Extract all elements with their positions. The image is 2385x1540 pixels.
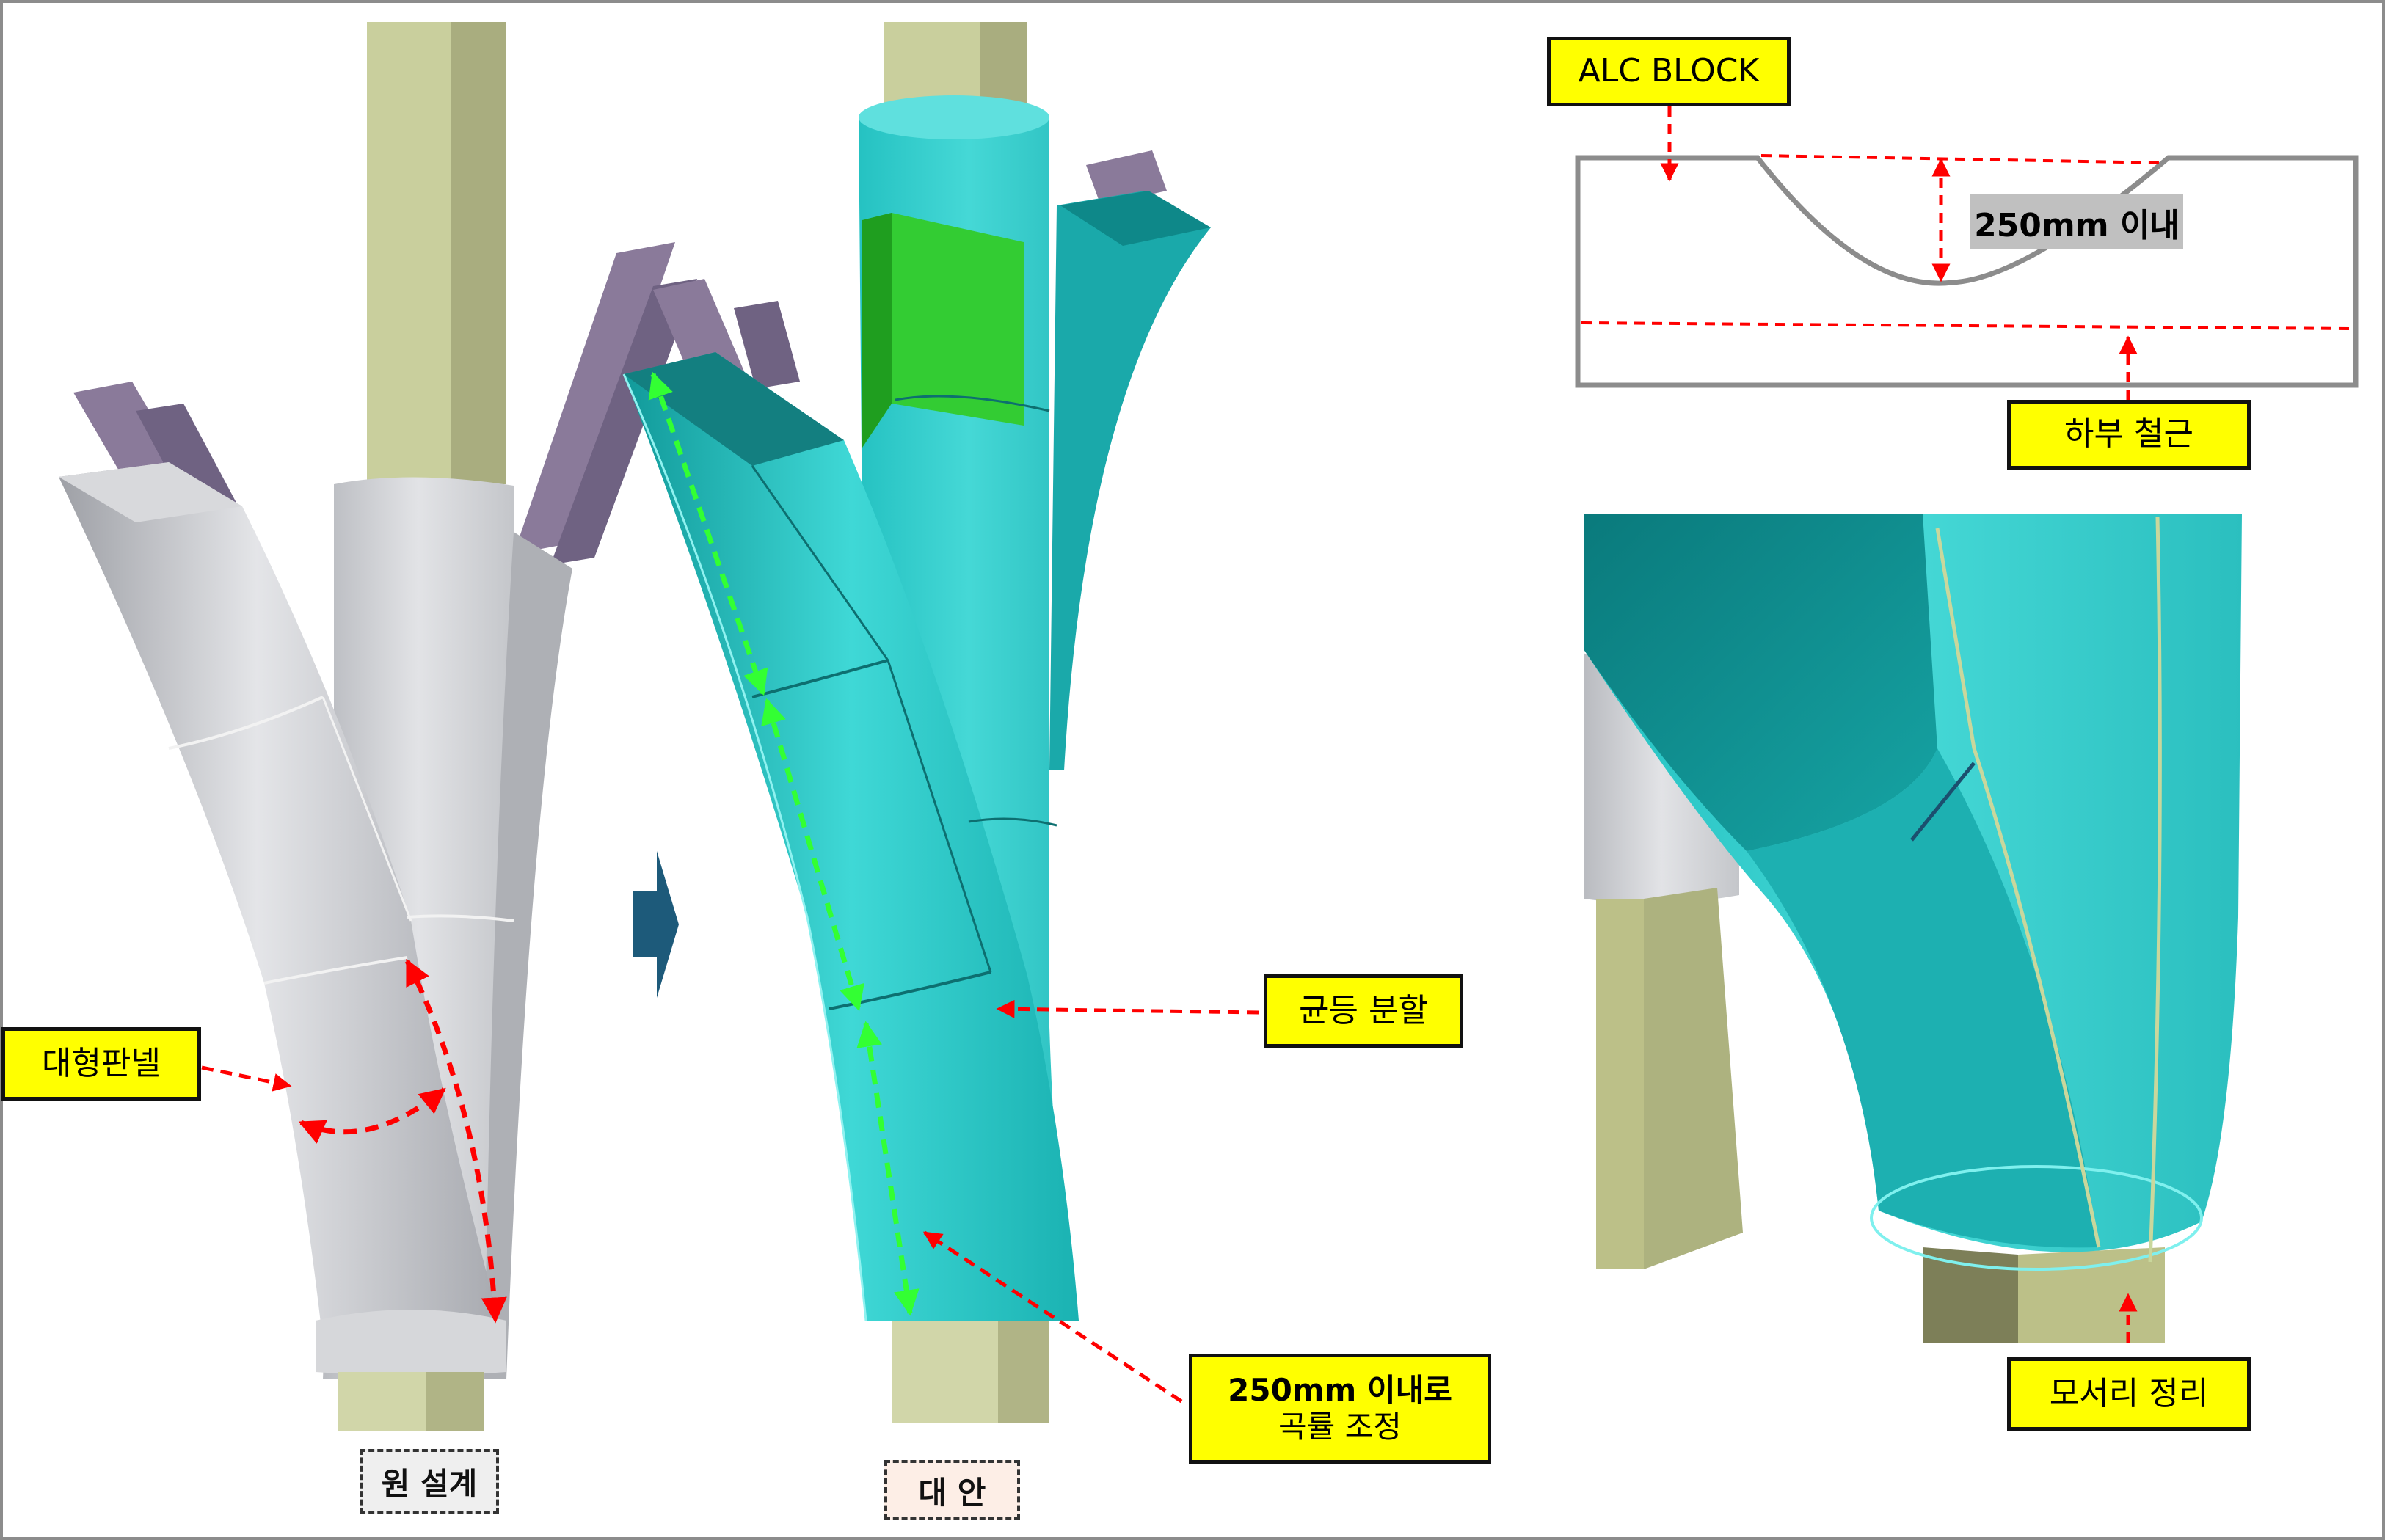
column-bottom-side: [426, 1372, 484, 1431]
alt-branch-right-top: [1060, 191, 1211, 246]
detail-grey-column: [1584, 653, 1739, 904]
detail-bottom-rim: [1870, 1165, 2203, 1271]
original-design-caption: 원 설계: [360, 1449, 499, 1514]
alternative-caption: 대 안: [884, 1460, 1020, 1520]
curvature-adjust-line1: 250mm 이내로: [1228, 1371, 1452, 1408]
large-panel-label: 대형판넬: [1, 1027, 201, 1101]
equal-division-arrow-lower: [856, 1021, 920, 1316]
grey-branch-left-top: [59, 462, 242, 522]
detail-olive-column-left-front: [1596, 899, 1644, 1269]
column-bottom-front: [338, 1372, 426, 1431]
alt-branch-right: [1049, 191, 1211, 770]
column-top-front: [367, 22, 451, 484]
equal-division-label: 균등 분할: [1264, 974, 1463, 1048]
edge-trim-label: 모서리 정리: [2007, 1357, 2251, 1431]
original-design-model: [59, 22, 697, 1431]
edge-detail-view: [1584, 514, 2242, 1343]
within-250mm-label: 250mm 이내: [1970, 194, 2183, 249]
alt-beam-b: [734, 301, 800, 389]
beam-right-b: [550, 279, 697, 565]
alt-green-panel: [862, 213, 1024, 448]
alternative-design-model: [622, 22, 1211, 1423]
alt-column-bottom-front: [892, 1321, 998, 1423]
transition-arrow-icon: [633, 851, 679, 998]
curvature-leader: [922, 1230, 1183, 1404]
grey-bottom-collar: [316, 1310, 506, 1376]
lower-rebar-label: 하부 철근: [2007, 400, 2251, 470]
equal-division-leader: [996, 999, 1259, 1018]
curvature-adjust-label: 250mm 이내로 곡률 조정: [1189, 1354, 1491, 1464]
equal-division-arrow-middle: [761, 698, 864, 1012]
curvature-adjust-line2: 곡률 조정: [1278, 1409, 1402, 1445]
detail-teal-dark-face: [1584, 514, 1937, 851]
alc-section-diagram: [1575, 106, 2359, 400]
detail-teal-lower-face: [1747, 748, 2099, 1248]
alt-column-top-side: [980, 22, 1027, 117]
alt-column-top-front: [884, 22, 980, 117]
large-panel-span-arrow: [298, 1087, 446, 1144]
detail-olive-column-bottom-a: [1923, 1247, 2018, 1343]
alc-block-label: ALC BLOCK: [1547, 37, 1791, 106]
detail-olive-column-left-side: [1644, 888, 1743, 1269]
detail-olive-column-bottom-b: [2018, 1247, 2165, 1343]
alc-section-outline: [1575, 155, 2359, 388]
alt-green-panel-side: [862, 213, 892, 448]
large-panel-arrow-lead: [201, 1065, 292, 1092]
alt-column-top-cap: [859, 95, 1049, 139]
large-panel-height-arrow: [404, 958, 507, 1324]
column-top-side: [451, 22, 506, 484]
alc-top-limit-line: [1760, 154, 2166, 164]
beam-right-a: [514, 242, 675, 554]
alt-column-bottom-side: [998, 1321, 1049, 1423]
equal-division-arrow-upper: [648, 371, 768, 696]
rebar-line: [1581, 321, 2353, 330]
